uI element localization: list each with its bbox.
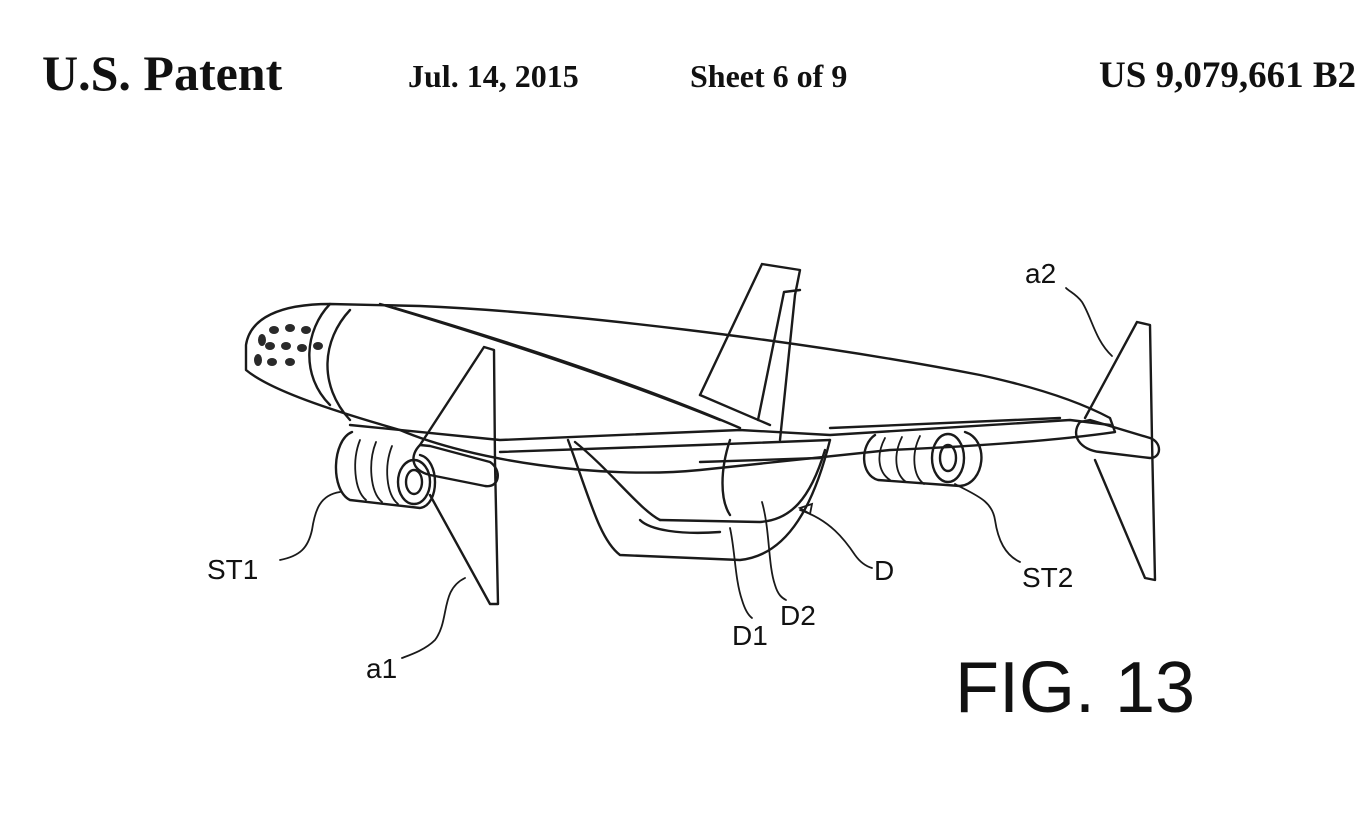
winglet-a1 xyxy=(412,345,500,606)
label-d1: D1 xyxy=(732,620,768,651)
patent-number: US 9,079,661 B2 xyxy=(1099,55,1356,96)
sheet-number: Sheet 6 of 9 xyxy=(690,58,848,94)
engine-st2 xyxy=(862,430,983,488)
label-a2: a2 xyxy=(1025,258,1056,289)
vertical-tail xyxy=(698,262,802,442)
label-d: D xyxy=(874,555,894,586)
publication-title: U.S. Patent xyxy=(42,45,283,101)
publication-date: Jul. 14, 2015 xyxy=(408,58,579,94)
figure-caption: FIG. 13 xyxy=(955,648,1195,728)
fuselage xyxy=(244,302,1117,474)
label-a1: a1 xyxy=(366,653,397,684)
label-st2: ST2 xyxy=(1022,562,1073,593)
label-st1: ST1 xyxy=(207,554,258,585)
engine-st1 xyxy=(334,430,437,510)
leader-lines xyxy=(279,287,1113,659)
label-d2: D2 xyxy=(780,600,816,631)
main-wing xyxy=(348,416,1112,454)
device-d xyxy=(566,438,832,562)
winglet-a2 xyxy=(1074,320,1161,582)
cockpit-windows xyxy=(254,324,323,366)
